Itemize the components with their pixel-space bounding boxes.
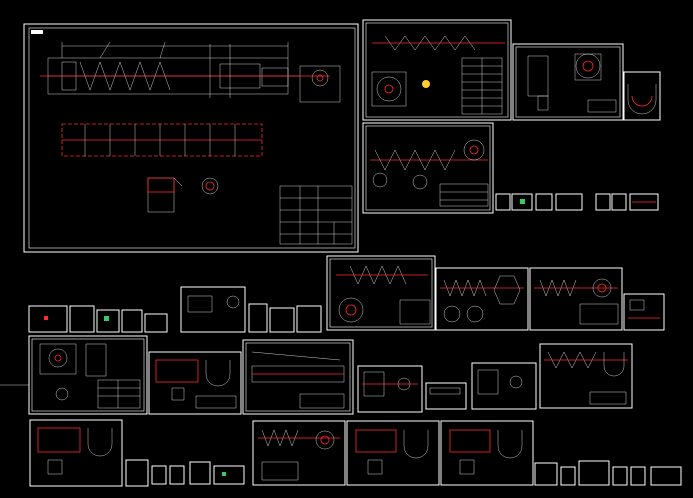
sheet-mid-a[interactable] [326, 255, 436, 331]
sheet-lower-d[interactable] [357, 365, 423, 413]
sheet-bottom-d[interactable] [440, 420, 534, 486]
thumbnail-row-bottom-b[interactable] [534, 460, 682, 486]
sheet-bottom-c[interactable] [346, 420, 440, 486]
sheet-lower-b[interactable] [148, 351, 242, 415]
sheet-mid-b[interactable] [435, 267, 529, 331]
sheet-bearing-detail[interactable] [512, 43, 624, 121]
sheet-bottom-b[interactable] [252, 420, 346, 486]
sheet-lower-e[interactable] [425, 382, 467, 410]
sheet-bottom-a[interactable] [29, 419, 123, 487]
sheet-mid-d[interactable] [623, 293, 665, 331]
sheet-main-assembly[interactable] [23, 23, 359, 253]
sheet-lower-c[interactable] [242, 339, 354, 415]
sheet-lower-a[interactable] [28, 335, 148, 415]
sheet-mid-c[interactable] [529, 267, 623, 331]
sheet-lower-g[interactable] [539, 343, 633, 409]
sheet-trough-section[interactable] [623, 71, 661, 121]
sheet-conveyor-detail-b[interactable] [362, 122, 494, 214]
sheet-lower-f[interactable] [471, 362, 537, 410]
thumbnail-row-bottom-a[interactable] [125, 459, 245, 487]
sheet-conveyor-detail-a[interactable] [362, 19, 512, 121]
thumbnail-row-left[interactable] [28, 286, 322, 333]
thumbnail-row-right[interactable] [495, 193, 659, 211]
